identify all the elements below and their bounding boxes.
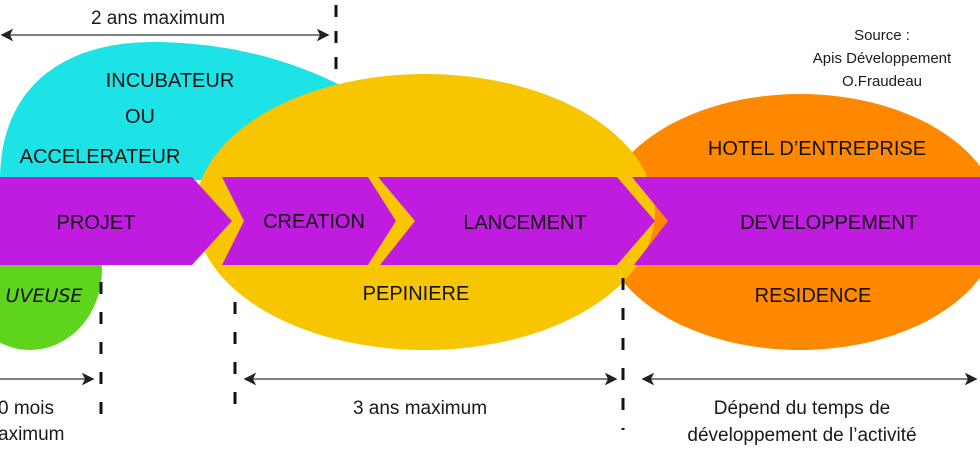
duration-pepiniere: 3 ans maximum	[353, 398, 487, 419]
incubateur-label-1: INCUBATEUR	[106, 70, 235, 92]
phase-arrow-projet	[0, 177, 232, 265]
source-line-3: O.Fraudeau	[842, 73, 922, 90]
duration-couveuse-1: 0 mois	[0, 398, 54, 419]
incubateur-label-2: OU	[125, 106, 155, 128]
hotel-label: HOTEL D’ENTREPRISE	[708, 138, 926, 160]
phase-label-projet: PROJET	[57, 212, 136, 234]
incubateur-label-3: ACCELERATEUR	[20, 146, 181, 168]
duration-couveuse-2: aximum	[0, 424, 65, 445]
source-line-1: Source :	[854, 27, 910, 44]
source-line-2: Apis Développement	[813, 50, 952, 67]
duration-hotel-1: Dépend du temps de	[714, 398, 890, 419]
duration-hotel-2: développement de l’activité	[687, 425, 916, 446]
duration-incubateur: 2 ans maximum	[91, 8, 225, 29]
phase-arrow-developpement	[632, 177, 980, 265]
pepiniere-label: PEPINIERE	[363, 283, 470, 305]
phase-label-creation: CREATION	[263, 211, 365, 233]
phase-arrow-lancement	[378, 177, 655, 265]
phase-label-lancement: LANCEMENT	[463, 212, 586, 234]
couveuse-label: UVEUSE	[6, 285, 83, 307]
residence-label: RESIDENCE	[755, 285, 872, 307]
phase-arrow-creation	[222, 177, 396, 265]
phase-label-developpement: DEVELOPPEMENT	[740, 212, 918, 234]
phase-arrow-developpement-tip	[940, 177, 980, 265]
